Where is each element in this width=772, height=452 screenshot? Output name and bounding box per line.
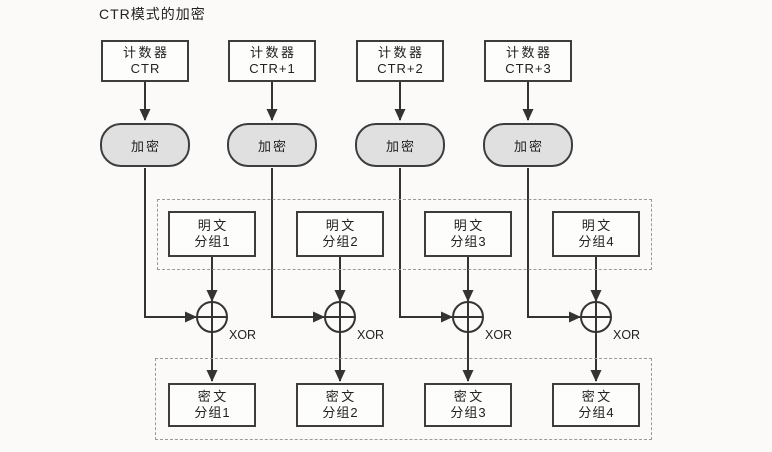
counter-label-zh: 计数器 [249, 45, 297, 60]
xor-label-3: XOR [485, 328, 513, 342]
encrypt-label: 加密 [385, 138, 416, 154]
plaintext-label-zh: 明文 [453, 218, 485, 233]
diagram-title: CTR模式的加密 [99, 6, 206, 22]
wires-column-4 [522, 82, 612, 382]
counter-label-zh: 计数器 [505, 45, 553, 60]
plaintext-block-number: 分组3 [450, 234, 487, 249]
plaintext-block-number: 分组1 [194, 234, 231, 249]
counter-box-2: 计数器 CTR+1 [228, 40, 316, 82]
plaintext-label-zh: 明文 [581, 218, 613, 233]
encrypt-node-1: 加密 [100, 123, 190, 167]
plaintext-box-2: 明文 分组2 [296, 211, 384, 257]
encrypt-label: 加密 [130, 138, 161, 154]
counter-label-zh: 计数器 [377, 45, 425, 60]
xor-label-1: XOR [229, 328, 257, 342]
plaintext-label-zh: 明文 [325, 218, 357, 233]
ciphertext-label-zh: 密文 [453, 389, 485, 404]
xor-label-4: XOR [613, 328, 641, 342]
encrypt-node-3: 加密 [355, 123, 445, 167]
ciphertext-box-1: 密文 分组1 [168, 383, 256, 427]
counter-value: CTR+2 [377, 61, 424, 76]
ciphertext-label-zh: 密文 [197, 389, 229, 404]
ciphertext-group-container [155, 358, 652, 440]
ciphertext-block-number: 分组1 [194, 405, 231, 420]
wires-column-3 [394, 82, 484, 382]
ciphertext-box-4: 密文 分组4 [552, 383, 640, 427]
encrypt-label: 加密 [257, 138, 288, 154]
plaintext-block-number: 分组4 [578, 234, 615, 249]
counter-value: CTR+3 [505, 61, 552, 76]
ciphertext-block-number: 分组4 [578, 405, 615, 420]
plaintext-block-number: 分组2 [322, 234, 359, 249]
counter-value: CTR [130, 61, 161, 76]
ciphertext-label-zh: 密文 [325, 389, 357, 404]
encrypt-node-2: 加密 [227, 123, 317, 167]
plaintext-label-zh: 明文 [197, 218, 229, 233]
counter-label-zh: 计数器 [122, 45, 170, 60]
plaintext-box-3: 明文 分组3 [424, 211, 512, 257]
ciphertext-box-2: 密文 分组2 [296, 383, 384, 427]
ciphertext-block-number: 分组3 [450, 405, 487, 420]
counter-box-4: 计数器 CTR+3 [484, 40, 572, 82]
ciphertext-block-number: 分组2 [322, 405, 359, 420]
counter-box-3: 计数器 CTR+2 [356, 40, 444, 82]
counter-box-1: 计数器 CTR [101, 40, 189, 82]
wires-column-1 [139, 82, 228, 382]
plaintext-box-4: 明文 分组4 [552, 211, 640, 257]
xor-label-2: XOR [357, 328, 385, 342]
encrypt-node-4: 加密 [483, 123, 573, 167]
ciphertext-box-3: 密文 分组3 [424, 383, 512, 427]
wires-column-2 [266, 82, 356, 382]
plaintext-group-container [157, 199, 652, 270]
counter-value: CTR+1 [249, 61, 296, 76]
encrypt-label: 加密 [513, 138, 544, 154]
plaintext-box-1: 明文 分组1 [168, 211, 256, 257]
ciphertext-label-zh: 密文 [581, 389, 613, 404]
